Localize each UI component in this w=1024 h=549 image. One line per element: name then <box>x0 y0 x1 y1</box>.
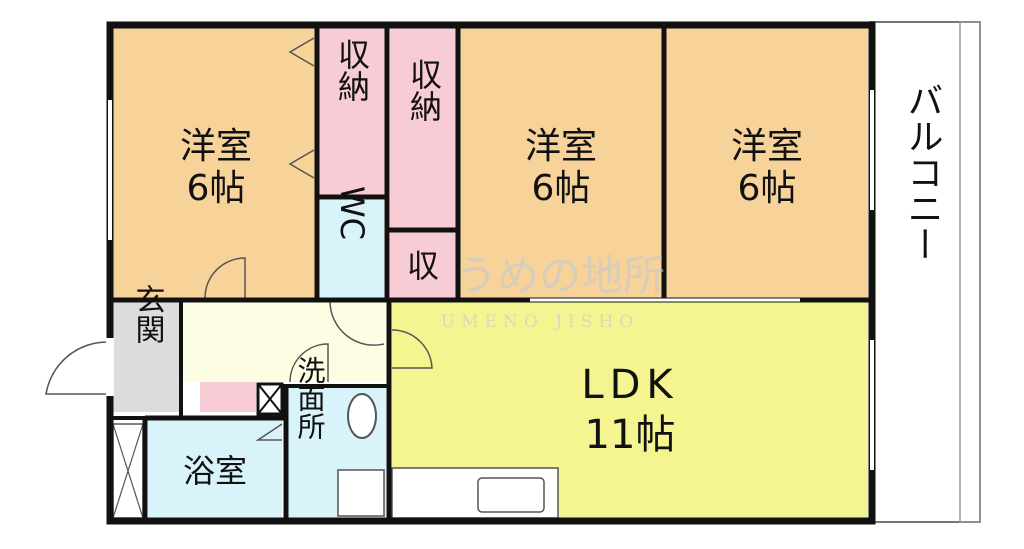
watermark-text: うめの地所 <box>455 251 665 300</box>
storage-1-label: 収納 <box>333 38 371 102</box>
bath-fill <box>148 420 282 518</box>
balcony-rail <box>959 21 981 523</box>
washroom-label: 洗面所 <box>294 356 327 440</box>
ldk-door-swing <box>391 329 433 369</box>
western-1-door-swing <box>204 257 246 299</box>
toilet-bowl <box>347 393 377 439</box>
western-room-1-size: 6帖 <box>187 168 246 209</box>
hall-fill <box>182 302 387 382</box>
storage-1-fill <box>318 28 386 195</box>
western-room-1-name: 洋室 <box>180 126 252 167</box>
ldk-size: 11帖 <box>585 412 676 458</box>
genkan-label: 玄関 <box>130 284 165 344</box>
western-room-2-fill <box>458 28 662 298</box>
western-room-3-name: 洋室 <box>731 126 803 167</box>
entrance-door-swing <box>45 341 109 395</box>
genkan-fill <box>113 302 181 412</box>
wc-fill <box>320 200 384 298</box>
bath-label: 浴室 <box>183 452 247 490</box>
western-room-1-fill <box>113 28 315 298</box>
western-room-2-size: 6帖 <box>532 168 591 209</box>
western-room-3-size: 6帖 <box>738 168 797 209</box>
wash-basin-counter <box>337 469 385 517</box>
balcony-area <box>869 21 981 523</box>
entry-shelf-cross-2 <box>112 423 144 519</box>
wc-label: WC <box>333 186 371 240</box>
western-room-2-name: 洋室 <box>525 126 597 167</box>
storage-2-fill <box>390 28 458 228</box>
bath-door <box>255 423 283 441</box>
western-room-3-fill <box>666 28 868 298</box>
storage-3-fill <box>390 232 456 298</box>
duct-cross-2 <box>257 383 283 415</box>
outer-wall <box>106 21 876 525</box>
hall-door-swing <box>289 343 329 383</box>
wc-door-swing <box>329 301 385 346</box>
watermark-subtext: UMENO JISHO <box>441 312 639 332</box>
balcony-label: バルコニー <box>902 82 943 262</box>
hall-mat <box>200 382 256 412</box>
storage-3-label: 収 <box>407 247 439 285</box>
kitchen-sink <box>477 477 545 513</box>
ldk-name: LDK <box>581 362 678 408</box>
closet-fold-1 <box>288 37 315 179</box>
storage-2-label: 収納 <box>405 58 443 122</box>
